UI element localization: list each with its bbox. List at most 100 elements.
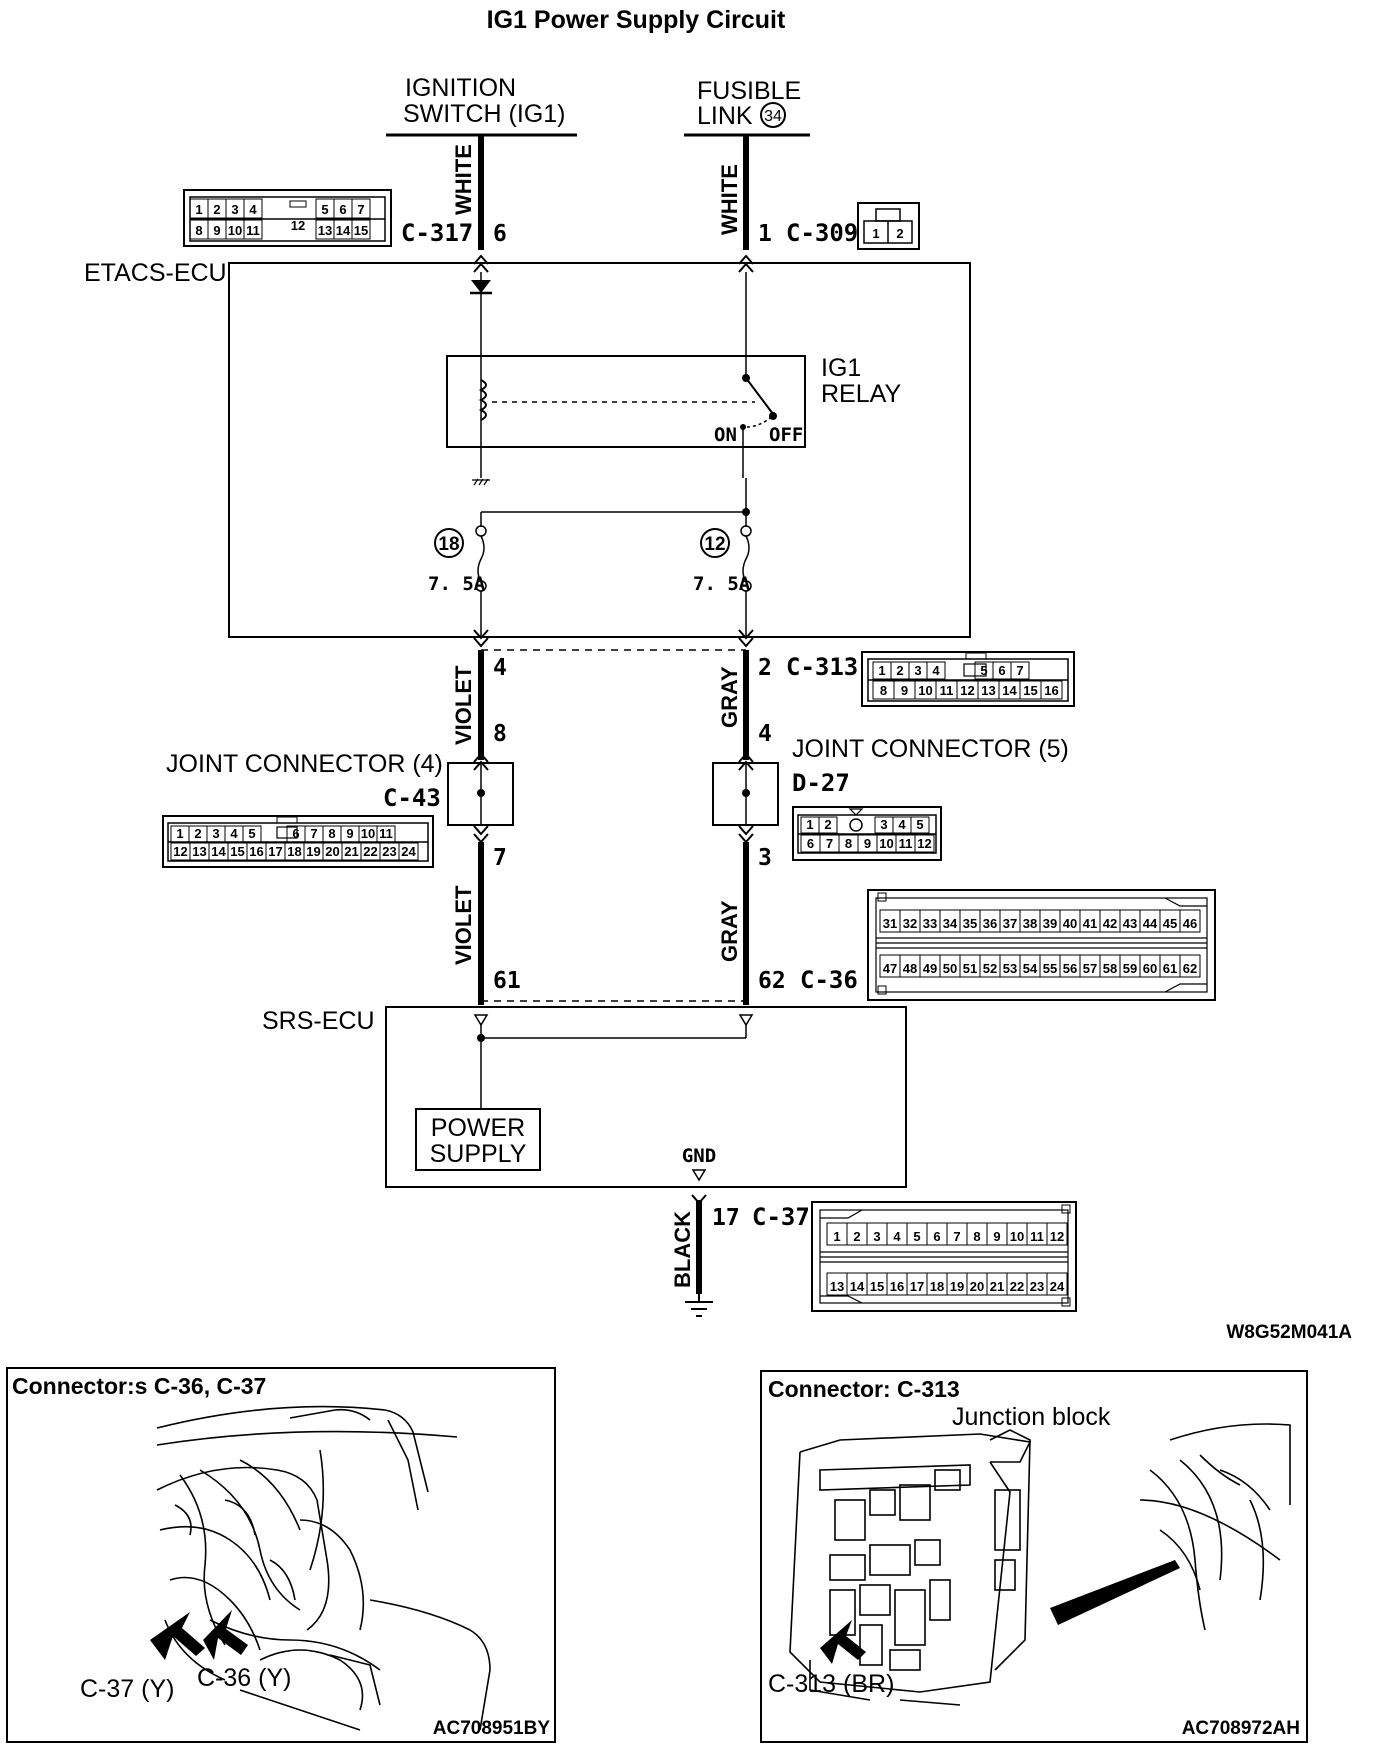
pin-cell-number: 8 [845,836,852,851]
fusible-label-line2: LINK [697,102,753,130]
pin-cell-number: 14 [211,844,226,859]
pin-cell-number: 62 [1183,961,1197,976]
pin-cell-number: 3 [873,1229,880,1244]
pin-cell-number: 52 [983,961,997,976]
connector-c313-face [861,651,1075,707]
inset-right-title: Connector: C-313 [768,1376,960,1402]
etacs-ecu-label: ETACS-ECU [84,259,227,287]
pin-cell-number: 2 [853,1229,860,1244]
relay-off-label: OFF [769,424,803,446]
pin-cell-number: 14 [850,1279,865,1294]
gnd-label: GND [682,1145,716,1167]
relay-coil-ground-icon [472,478,490,486]
connector-d27-face [792,806,942,861]
pin-cell-number: 2 [896,663,903,678]
relay-label-line1: IG1 [821,354,861,382]
pin-c43-top: 8 [493,721,507,747]
pin-cell-number: 4 [230,826,238,841]
pin-d27-bot: 3 [758,845,772,871]
srs-input-terminals [473,1014,754,1027]
pin-cell-number: 19 [950,1279,964,1294]
wire-color-right-mid: GRAY [717,666,742,728]
pin-cell-number: 7 [953,1229,960,1244]
fuse-18 [475,525,487,592]
pin-c36-left: 61 [493,968,521,994]
pin-cell [914,834,935,853]
pin-cell-number: 32 [903,916,917,931]
inset-right-subtitle: Junction block [952,1403,1111,1431]
inset-right-code: AC708972AH [1182,1718,1300,1739]
pin-cell-number: 8 [880,683,887,698]
pin-cell-number: 6 [807,836,814,851]
pin-cell-number: 31 [883,916,897,931]
pin-cell-number: 14 [1002,683,1017,698]
pin-cell-number: 18 [930,1279,944,1294]
pin-cell-number: 7 [1016,663,1023,678]
arrow-c36-icon [203,1610,248,1660]
pin-cell-number: 42 [1103,916,1117,931]
ground-icon [685,1294,713,1317]
pin-cell-number: 3 [231,202,238,217]
pin-cell-number: 55 [1043,961,1057,976]
pin-cell-number: 13 [830,1279,844,1294]
pin-cell-number: 11 [899,836,913,851]
ignition-label-line2: SWITCH (IG1) [403,100,566,128]
etacs-bottom-terminals [473,629,754,648]
pin-cell-number: 15 [230,844,244,859]
pin-cell-number: 8 [195,223,202,238]
pin-cell-number: 5 [248,826,255,841]
pin-cell-number: 35 [963,916,977,931]
pin-cell-number: 41 [1083,916,1097,931]
location-pointer-icon [1050,1560,1180,1625]
pin-cell-number: 24 [401,844,416,859]
diagram-reference-code: W8G52M041A [1226,1322,1352,1343]
pin-cell-number: 8 [973,1229,980,1244]
inset-right-callout: C-313 (BR) [768,1670,894,1698]
joint-connector-4-label: JOINT CONNECTOR (4) [166,750,443,778]
diagram-title: IG1 Power Supply Circuit [487,6,786,34]
connector-c36-label: C-36 [800,966,858,994]
pin-cell-number: 21 [990,1279,1004,1294]
pin-cell-number: 4 [893,1229,901,1244]
pin-c37: 17 [712,1205,740,1231]
pin-cell-number: 40 [1063,916,1077,931]
pin-cell-number: 24 [1050,1279,1065,1294]
pin-cell [910,816,930,834]
pin-cell-number: 13 [318,223,332,238]
pin-cell-number: 6 [339,202,346,217]
connector-c309-label: C-309 [786,219,858,247]
power-supply-line1: POWER [431,1114,525,1142]
pin-cell-number: 49 [923,961,937,976]
inset-connectors-c36-c37: Connector:s C-36, C-37 C-37 ( [6,1367,556,1743]
pin-cell-number: 39 [1043,916,1057,931]
pin-cell-number: 1 [806,817,813,832]
pin-cell-number: 54 [1023,961,1038,976]
pin-cell-number: 3 [212,826,219,841]
pin-cell [1046,1272,1068,1296]
pin-cell-number: 5 [916,817,923,832]
pin-cell-number: 7 [310,826,317,841]
inset-left-callout-c36: C-36 (Y) [197,1664,291,1692]
pin-cell [351,198,371,219]
pin-c309: 1 [758,221,772,247]
pin-cell-number: 12 [173,844,187,859]
pin-cell-number: 12 [1050,1229,1064,1244]
connector-c37-label: C-37 [752,1203,810,1231]
pin-cell-number: 58 [1103,961,1117,976]
pin-cell-number: 14 [336,223,351,238]
pin-cell [243,219,263,240]
pin-cell-number: 15 [1023,683,1037,698]
pin-cell-number: 17 [268,844,282,859]
inset-connector-c313: Connector: C-313 Junction block [760,1370,1308,1743]
connector-d27-label: D-27 [792,769,850,797]
connector-c317-label: C-317 [401,219,473,247]
pin-cell-number: 22 [1010,1279,1024,1294]
pin-cell-number: 15 [870,1279,884,1294]
pin-cell-number: 46 [1183,916,1197,931]
relay-label-line2: RELAY [821,380,901,408]
connector-c43-label: C-43 [383,784,441,812]
etacs-top-terminals [473,254,754,273]
